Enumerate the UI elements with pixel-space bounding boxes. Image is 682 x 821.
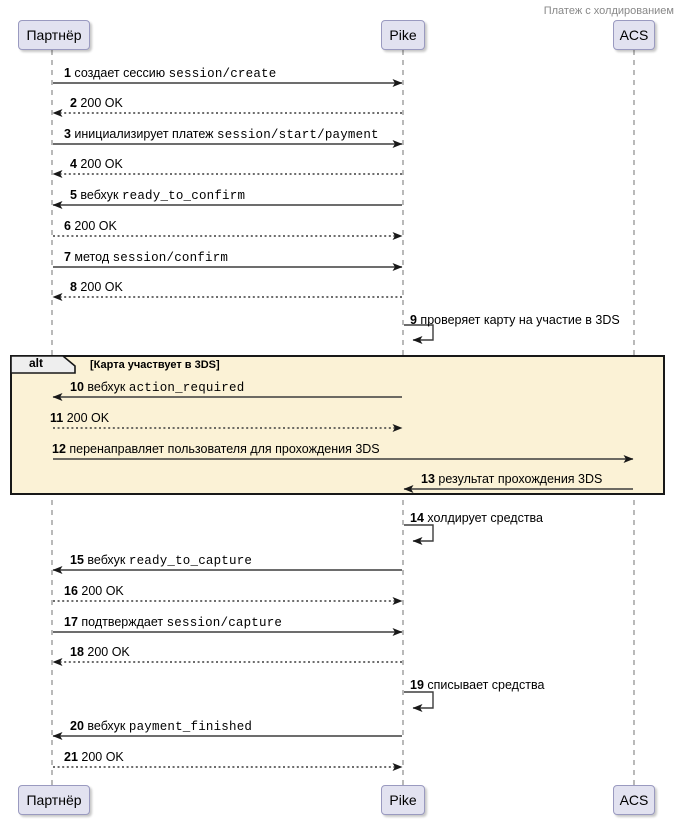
message-number: 18 <box>70 645 84 659</box>
message-endpoint: ready_to_confirm <box>121 189 246 203</box>
participant-label: ACS <box>619 792 649 808</box>
diagram-title: Платеж с холдированием <box>543 5 674 17</box>
message-text: вебхук <box>76 188 122 202</box>
self-message-label-19: 19 списывает средства <box>410 678 544 692</box>
message-label-7: 7 метод session/confirm <box>64 250 228 265</box>
message-label-12: 12 перенаправляет пользователя для прохо… <box>52 442 380 456</box>
message-number: 21 <box>64 750 78 764</box>
self-message-label-9: 9 проверяет карту на участие в 3DS <box>410 313 620 327</box>
alt-keyword-label: alt <box>28 356 43 370</box>
alt-condition-label: [Карта участвует в 3DS] <box>90 359 220 371</box>
participant-label: ACS <box>619 27 649 43</box>
self-message-arrow-19 <box>404 691 434 712</box>
message-text: вебхук <box>83 719 129 733</box>
message-text: проверяет карту на участие в 3DS <box>416 313 620 327</box>
message-number: 10 <box>70 380 84 394</box>
message-label-15: 15 вебхук ready_to_capture <box>70 553 252 568</box>
message-number: 14 <box>410 511 424 525</box>
participant-partner-bottom[interactable]: Партнёр <box>18 785 90 815</box>
alt-fragment-body <box>10 355 665 495</box>
message-text: инициализирует платеж <box>70 127 218 141</box>
self-message-arrow-14 <box>404 524 434 545</box>
message-label-20: 20 вебхук payment_finished <box>70 719 252 734</box>
message-label-8: 8 200 OK <box>70 280 123 294</box>
message-label-11: 11 200 OK <box>50 411 109 425</box>
message-text: подтверждает <box>77 615 167 629</box>
message-text: 200 OK <box>70 219 117 233</box>
message-label-2: 2 200 OK <box>70 96 123 110</box>
message-endpoint: session/start/payment <box>217 128 379 142</box>
message-number: 3 <box>64 127 71 141</box>
message-endpoint: action_required <box>128 381 245 395</box>
message-number: 17 <box>64 615 78 629</box>
message-number: 5 <box>70 188 77 202</box>
self-message-arrow-9 <box>404 324 434 344</box>
message-text: 200 OK <box>77 750 124 764</box>
message-text: холдирует средства <box>423 511 543 525</box>
participant-label: Pike <box>389 27 417 43</box>
message-label-13: 13 результат прохождения 3DS <box>421 472 602 486</box>
alt-keyword-tab <box>10 355 76 374</box>
message-number: 2 <box>70 96 77 110</box>
message-endpoint: session/capture <box>166 616 283 630</box>
message-number: 19 <box>410 678 424 692</box>
message-text: вебхук <box>83 553 129 567</box>
message-label-17: 17 подтверждает session/capture <box>64 615 282 630</box>
message-number: 1 <box>64 66 71 80</box>
message-text: перенаправляет пользователя для прохожде… <box>65 442 380 456</box>
message-text: 200 OK <box>77 584 124 598</box>
message-text: результат прохождения 3DS <box>434 472 603 486</box>
message-number: 8 <box>70 280 77 294</box>
message-text: 200 OK <box>76 157 123 171</box>
participant-pike-bottom[interactable]: Pike <box>381 785 425 815</box>
message-endpoint: session/create <box>168 67 277 81</box>
message-label-5: 5 вебхук ready_to_confirm <box>70 188 245 203</box>
message-label-3: 3 инициализирует платеж session/start/pa… <box>64 127 379 142</box>
message-label-4: 4 200 OK <box>70 157 123 171</box>
message-number: 9 <box>410 313 417 327</box>
message-number: 7 <box>64 250 71 264</box>
participant-label: Pike <box>389 792 417 808</box>
self-message-label-14: 14 холдирует средства <box>410 511 543 525</box>
message-endpoint: payment_finished <box>128 720 253 734</box>
message-text: вебхук <box>83 380 129 394</box>
participant-pike-top[interactable]: Pike <box>381 20 425 50</box>
message-number: 12 <box>52 442 66 456</box>
message-text: создает сессию <box>70 66 169 80</box>
message-text: 200 OK <box>83 645 130 659</box>
message-text: списывает средства <box>423 678 545 692</box>
participant-label: Партнёр <box>26 27 82 43</box>
message-number: 15 <box>70 553 84 567</box>
message-number: 6 <box>64 219 71 233</box>
message-number: 4 <box>70 157 77 171</box>
message-label-6: 6 200 OK <box>64 219 117 233</box>
message-text: 200 OK <box>76 96 123 110</box>
message-text: 200 OK <box>76 280 123 294</box>
message-text: 200 OK <box>63 411 110 425</box>
message-endpoint: ready_to_capture <box>128 554 253 568</box>
message-number: 16 <box>64 584 78 598</box>
participant-partner-top[interactable]: Партнёр <box>18 20 90 50</box>
participant-acs-bottom[interactable]: ACS <box>613 785 655 815</box>
participant-acs-top[interactable]: ACS <box>613 20 655 50</box>
message-label-10: 10 вебхук action_required <box>70 380 244 395</box>
message-label-18: 18 200 OK <box>70 645 130 659</box>
message-label-21: 21 200 OK <box>64 750 124 764</box>
message-endpoint: session/confirm <box>112 251 229 265</box>
message-text: метод <box>70 250 113 264</box>
message-number: 11 <box>50 411 64 425</box>
message-label-16: 16 200 OK <box>64 584 124 598</box>
message-label-1: 1 создает сессию session/create <box>64 66 276 81</box>
message-number: 13 <box>421 472 435 486</box>
participant-label: Партнёр <box>26 792 82 808</box>
message-number: 20 <box>70 719 84 733</box>
